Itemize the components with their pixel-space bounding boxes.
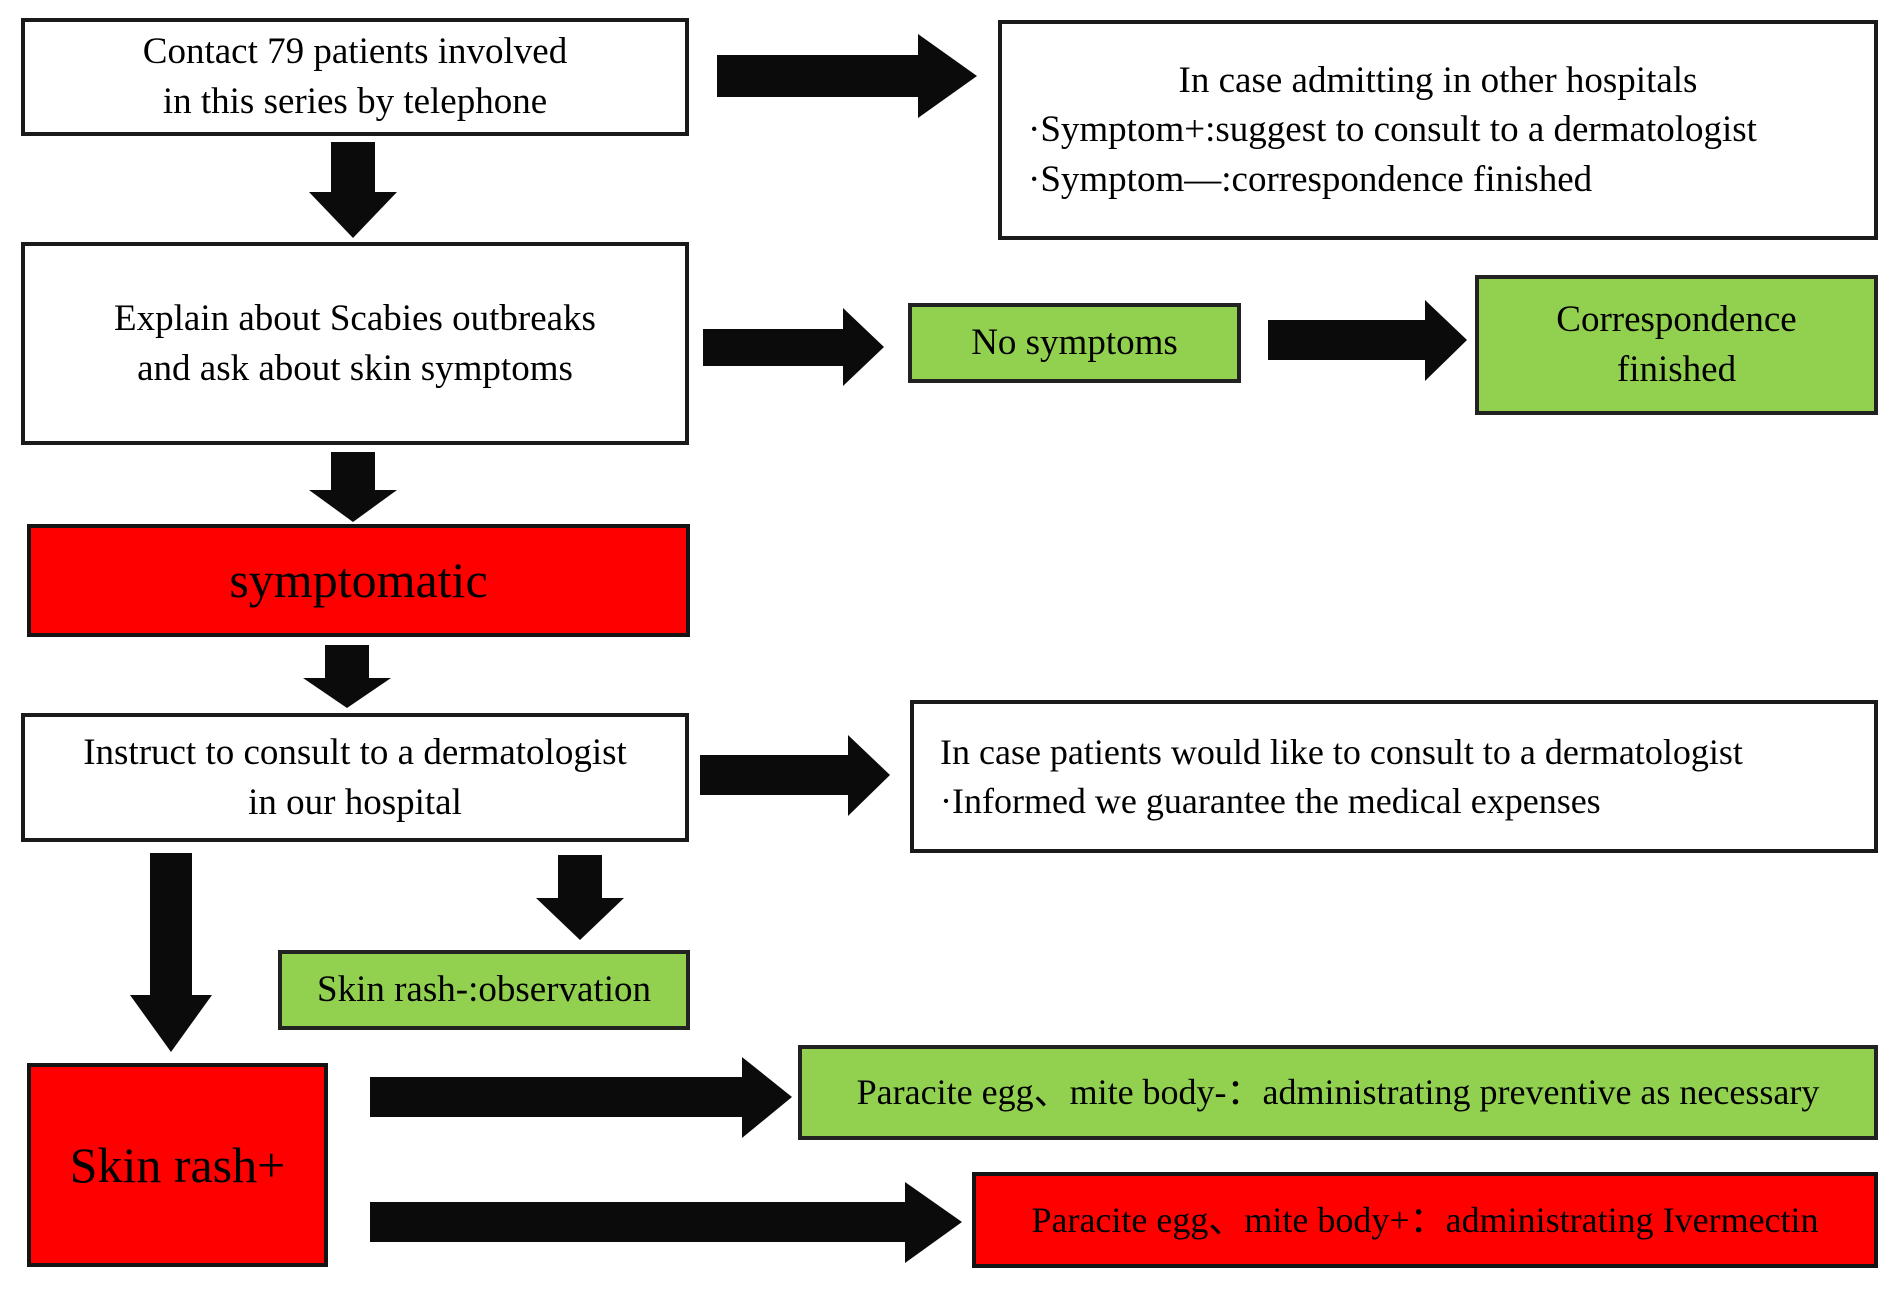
- instruct-consult-box: Instruct to consult to a dermatologist i…: [21, 713, 689, 842]
- symptomatic-label: symptomatic: [229, 552, 488, 608]
- contact-patients-box: Contact 79 patients involved in this ser…: [21, 18, 689, 136]
- preventive-treatment-box: Paracite egg、mite body-：administrating p…: [798, 1045, 1878, 1140]
- symptomatic-box: symptomatic: [27, 524, 690, 637]
- ivermectin-treatment-label: Paracite egg、mite body+：administrating I…: [1031, 1199, 1819, 1240]
- explain-scabies-line2: and ask about skin symptoms: [137, 347, 573, 389]
- arrow-instruct-to-observation-icon: [536, 855, 624, 940]
- ivermectin-treatment-box: Paracite egg、mite body+：administrating I…: [972, 1172, 1878, 1268]
- other-hospitals-note-box: In case admitting in other hospitals ·Sy…: [998, 20, 1878, 240]
- correspondence-finished-box: Correspondence finished: [1475, 275, 1878, 415]
- other-hospitals-symptom-negative: ·Symptom—:correspondence finished: [1028, 158, 1593, 200]
- contact-patients-line1: Contact 79 patients involved: [142, 31, 568, 73]
- arrow-contact-to-explain-icon: [309, 142, 397, 238]
- skin-rash-positive-label: Skin rash+: [69, 1136, 286, 1193]
- other-hospitals-symptom-positive: ·Symptom+:suggest to consult to a dermat…: [1028, 109, 1757, 151]
- explain-scabies-box: Explain about Scabies outbreaks and ask …: [21, 242, 689, 445]
- arrow-no-symptoms-to-correspondence-icon: [1268, 300, 1467, 381]
- arrow-instruct-to-skin-rash-icon: [130, 853, 212, 1052]
- no-symptoms-box: No symptoms: [908, 303, 1241, 383]
- correspondence-finished-line2: finished: [1616, 349, 1737, 390]
- explain-scabies-line1: Explain about Scabies outbreaks: [114, 297, 596, 339]
- instruct-consult-line1: Instruct to consult to a dermatologist: [83, 731, 627, 773]
- arrow-explain-to-no-symptoms-icon: [703, 308, 884, 386]
- contact-patients-line2: in this series by telephone: [162, 81, 548, 122]
- consult-info-box: In case patients would like to consult t…: [910, 700, 1878, 853]
- no-symptoms-label: No symptoms: [971, 322, 1178, 364]
- arrow-explain-to-symptomatic-icon: [309, 452, 397, 522]
- arrow-skin-rash-to-ivermectin-icon: [370, 1182, 962, 1263]
- skin-rash-positive-box: Skin rash+: [27, 1063, 328, 1267]
- instruct-consult-line2: in our hospital: [248, 781, 462, 823]
- arrow-skin-rash-to-preventive-icon: [370, 1057, 792, 1138]
- consult-info-line2: ·Informed we guarantee the medical expen…: [940, 780, 1601, 821]
- skin-rash-negative-observation-box: Skin rash-:observation: [278, 950, 690, 1030]
- skin-rash-negative-observation-label: Skin rash-:observation: [317, 969, 651, 1011]
- correspondence-finished-line1: Correspondence: [1556, 299, 1797, 341]
- other-hospitals-title: In case admitting in other hospitals: [1178, 59, 1698, 101]
- consult-info-line1: In case patients would like to consult t…: [940, 732, 1743, 773]
- arrow-contact-to-other-hospitals-icon: [717, 34, 977, 118]
- arrow-symptomatic-to-instruct-icon: [303, 645, 391, 708]
- arrow-instruct-to-consult-info-icon: [700, 735, 890, 816]
- preventive-treatment-label: Paracite egg、mite body-：administrating p…: [856, 1072, 1820, 1113]
